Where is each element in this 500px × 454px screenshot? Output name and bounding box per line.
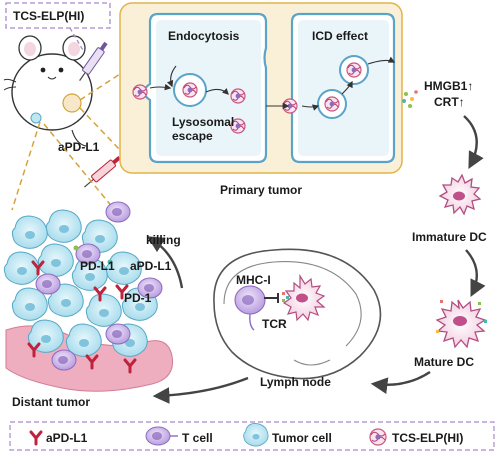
crt-label: CRT↑	[434, 95, 465, 109]
pdl1-label: PD-L1	[80, 259, 115, 273]
pd1-label: PD-1	[124, 291, 152, 305]
lymph-node-label: Lymph node	[260, 375, 331, 389]
immature-dc-label: Immature DC	[412, 230, 487, 244]
agent-syringe-icon	[79, 41, 108, 81]
agent-label: TCS-ELP(HI)	[13, 9, 84, 23]
mhc-label: MHC-I	[236, 273, 271, 287]
apdl1-small-label: aPD-L1	[130, 259, 172, 273]
lysosomal-line1: Lysosomal	[172, 115, 234, 129]
hmgb1-label: HMGB1↑	[424, 79, 473, 93]
tcr-label: TCR	[262, 317, 287, 331]
killing-label: killing	[146, 233, 181, 247]
icd-effect-label: ICD effect	[312, 29, 368, 43]
primary-tumor-site	[62, 93, 82, 113]
mouse-illustration	[3, 35, 93, 147]
legend-label-1: T cell	[182, 431, 213, 445]
antibody-icon	[29, 430, 43, 446]
antibody-label: aPD-L1	[58, 140, 100, 154]
agent-label-box: TCS-ELP(HI)	[5, 2, 111, 29]
antibody-syringe-icon	[84, 155, 121, 188]
mature-dc-in-node	[282, 273, 326, 322]
antigen-peptides	[282, 292, 289, 302]
lysosomal-escape-label: Lysosomal escape	[172, 115, 238, 143]
t-cell-in-node	[234, 285, 279, 331]
legend-label-3: TCS-ELP(HI)	[392, 431, 463, 445]
legend-label-2: Tumor cell	[272, 431, 332, 445]
tumor-cell-icon	[243, 422, 269, 447]
primary-tumor-label: Primary tumor	[220, 183, 302, 197]
lysosomal-line2: escape	[172, 129, 213, 143]
nanoparticle-icon	[369, 428, 387, 446]
primary-tumor-panel: Endocytosis Lysosomal escape ICD effect	[119, 2, 403, 174]
endocytosis-label: Endocytosis	[168, 29, 240, 43]
legend-label-0: aPD-L1	[46, 431, 88, 445]
distant-tumor-label: Distant tumor	[12, 395, 90, 409]
immature-dc-icon	[438, 173, 482, 216]
mature-dc-label: Mature DC	[414, 355, 474, 369]
t-cell-icon	[145, 426, 178, 446]
legend: aPD-L1 T cell Tumor cell TCS-ELP(HI)	[9, 421, 495, 451]
mature-dc-icon	[435, 299, 487, 349]
distant-tumor-region	[3, 201, 174, 392]
damp-signal-dots	[402, 90, 418, 108]
